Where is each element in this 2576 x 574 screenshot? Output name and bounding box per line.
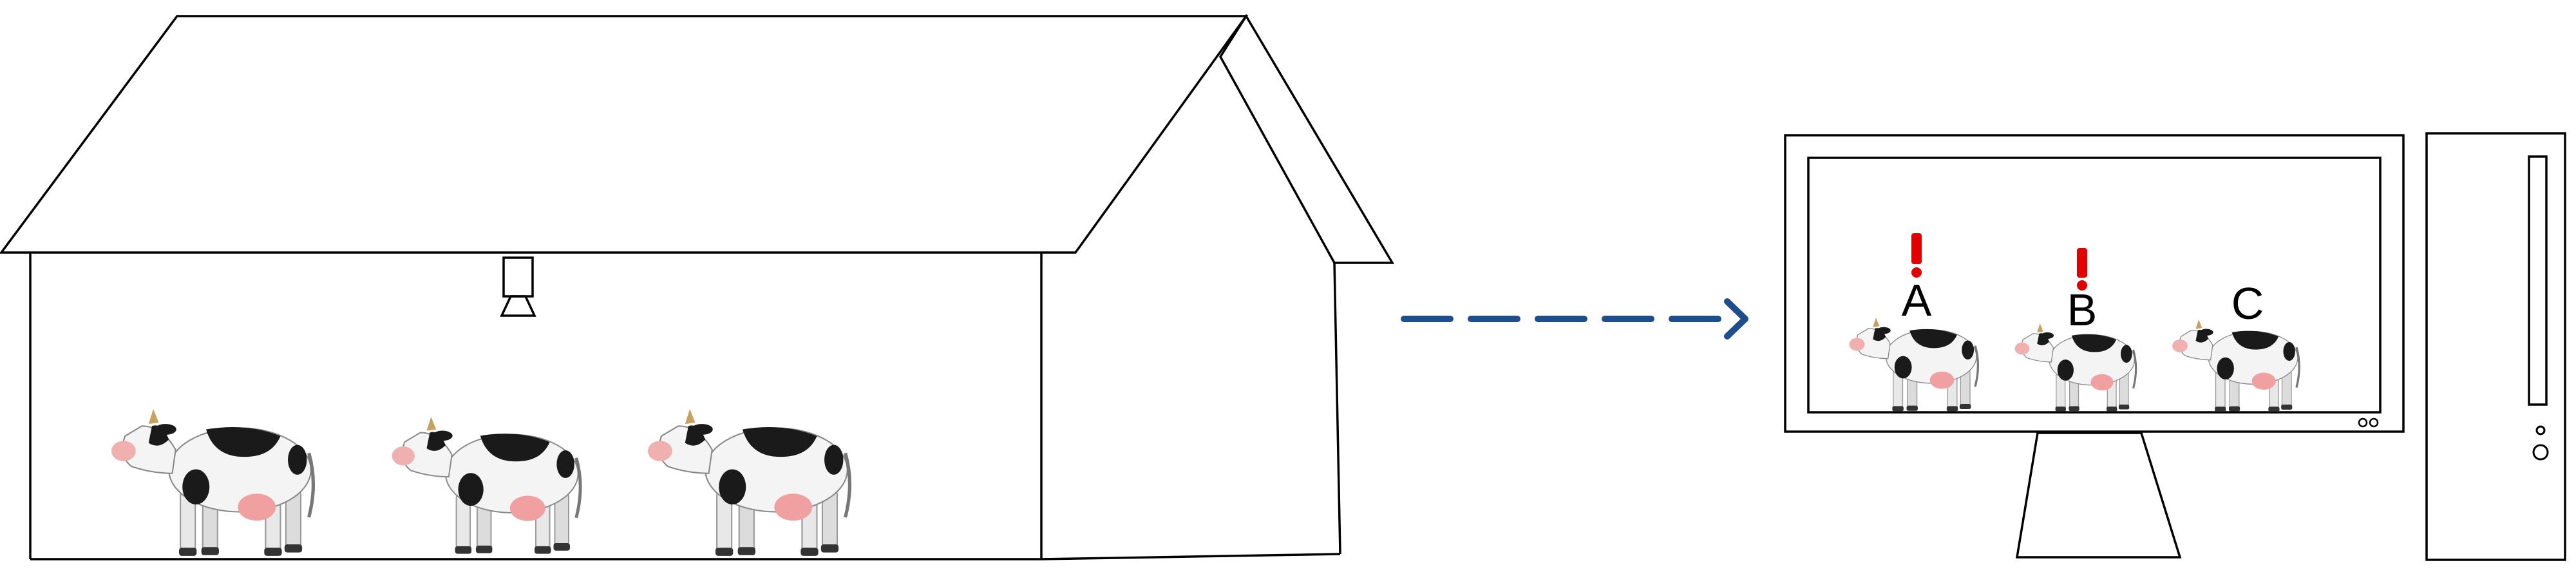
- cow-icon: [648, 409, 849, 556]
- cow-label-a: A: [1902, 275, 1932, 325]
- cow-label-b: B: [2067, 285, 2098, 335]
- arrow-icon: [1401, 298, 1748, 340]
- monitor-cow-a: A: [1848, 233, 1980, 413]
- alert-icon: [1911, 233, 1922, 278]
- cow-label-c: C: [2231, 278, 2264, 329]
- computer-tower-icon: [2425, 132, 2566, 561]
- alert-icon: [2077, 248, 2087, 291]
- cow-icon: [392, 417, 581, 554]
- camera-icon: [500, 256, 536, 317]
- barn-icon: [0, 14, 1395, 560]
- monitor-cow-c: C: [2171, 278, 2300, 413]
- cow-icon: [111, 409, 313, 556]
- monitor-cow-b: B: [2014, 248, 2137, 413]
